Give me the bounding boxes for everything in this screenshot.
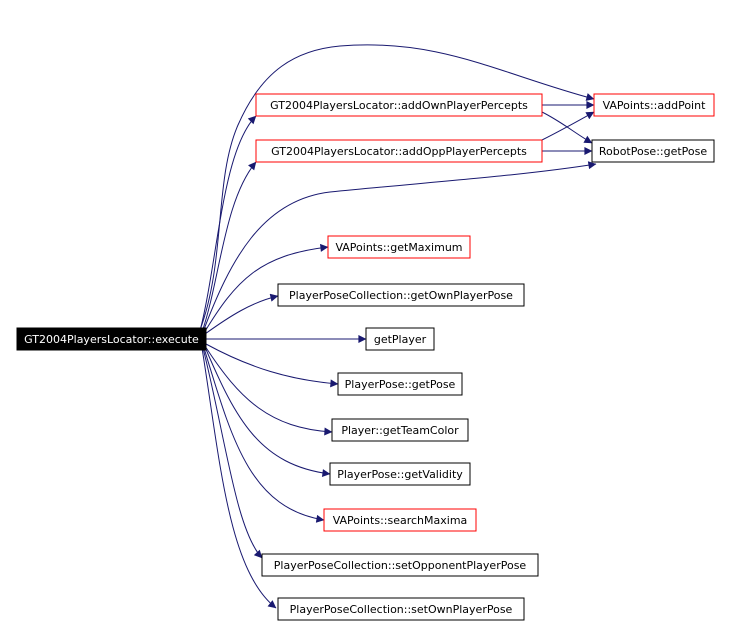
edge-execute-getTeamColor [204, 345, 333, 436]
edge-execute-getMaximum [203, 243, 329, 334]
node-addOppPlayerPercepts-label: GT2004PlayersLocator::addOppPlayerPercep… [271, 145, 527, 158]
node-getValidity-label: PlayerPose::getValidity [337, 468, 463, 481]
node-playerGetPose[interactable]: PlayerPose::getPose [337, 372, 463, 396]
node-setOwnPlayerPose[interactable]: PlayerPoseCollection::setOwnPlayerPose [277, 597, 525, 621]
edge-addOpp-addPoint [541, 111, 595, 141]
edge-execute-getOwnPlayerPose [204, 293, 279, 335]
node-addPoint[interactable]: VAPoints::addPoint [593, 93, 715, 117]
node-addOwnPlayerPercepts-label: GT2004PlayersLocator::addOwnPlayerPercep… [270, 99, 528, 112]
node-searchMaxima-label: VAPoints::searchMaxima [333, 514, 468, 527]
node-execute[interactable]: GT2004PlayersLocator::execute [16, 327, 207, 351]
edge-execute-robotGetPose [202, 161, 597, 333]
edge-addOwn-robotGetPose [541, 111, 593, 144]
node-setOpponentPlayerPose-label: PlayerPoseCollection::setOpponentPlayerP… [274, 559, 527, 572]
nodes: GT2004PlayersLocator::execute GT2004Play… [16, 93, 715, 621]
node-setOwnPlayerPose-label: PlayerPoseCollection::setOwnPlayerPose [290, 603, 513, 616]
edge-execute-addOwnPlayerPercepts [199, 115, 257, 332]
node-getPlayer[interactable]: getPlayer [365, 327, 435, 351]
node-getOwnPlayerPose-label: PlayerPoseCollection::getOwnPlayerPose [289, 289, 513, 302]
edge-execute-getValidity [204, 346, 331, 477]
node-addOwnPlayerPercepts[interactable]: GT2004PlayersLocator::addOwnPlayerPercep… [255, 93, 543, 117]
edge-execute-setOwnPlayerPose [201, 347, 277, 609]
node-getMaximum[interactable]: VAPoints::getMaximum [327, 235, 471, 259]
node-playerGetPose-label: PlayerPose::getPose [345, 378, 456, 391]
node-execute-label: GT2004PlayersLocator::execute [24, 333, 199, 346]
node-searchMaxima[interactable]: VAPoints::searchMaxima [323, 508, 477, 532]
node-addOppPlayerPercepts[interactable]: GT2004PlayersLocator::addOppPlayerPercep… [255, 139, 543, 163]
node-getTeamColor-label: Player::getTeamColor [341, 424, 459, 437]
edge-execute-searchMaxima [203, 347, 325, 523]
node-addPoint-label: VAPoints::addPoint [603, 99, 707, 112]
node-robotGetPose-label: RobotPose::getPose [599, 145, 708, 158]
node-getOwnPlayerPose[interactable]: PlayerPoseCollection::getOwnPlayerPose [277, 283, 525, 307]
edge-execute-setOpponentPlayerPose [202, 347, 263, 559]
edges [199, 44, 597, 609]
node-getTeamColor[interactable]: Player::getTeamColor [331, 418, 469, 442]
edge-execute-addOppPlayerPercepts [201, 161, 257, 333]
node-robotGetPose[interactable]: RobotPose::getPose [591, 139, 715, 163]
node-getPlayer-label: getPlayer [374, 333, 427, 346]
node-getMaximum-label: VAPoints::getMaximum [335, 241, 462, 254]
edge-execute-playerGetPose [205, 343, 339, 388]
node-getValidity[interactable]: PlayerPose::getValidity [329, 462, 471, 486]
node-setOpponentPlayerPose[interactable]: PlayerPoseCollection::setOpponentPlayerP… [261, 553, 539, 577]
